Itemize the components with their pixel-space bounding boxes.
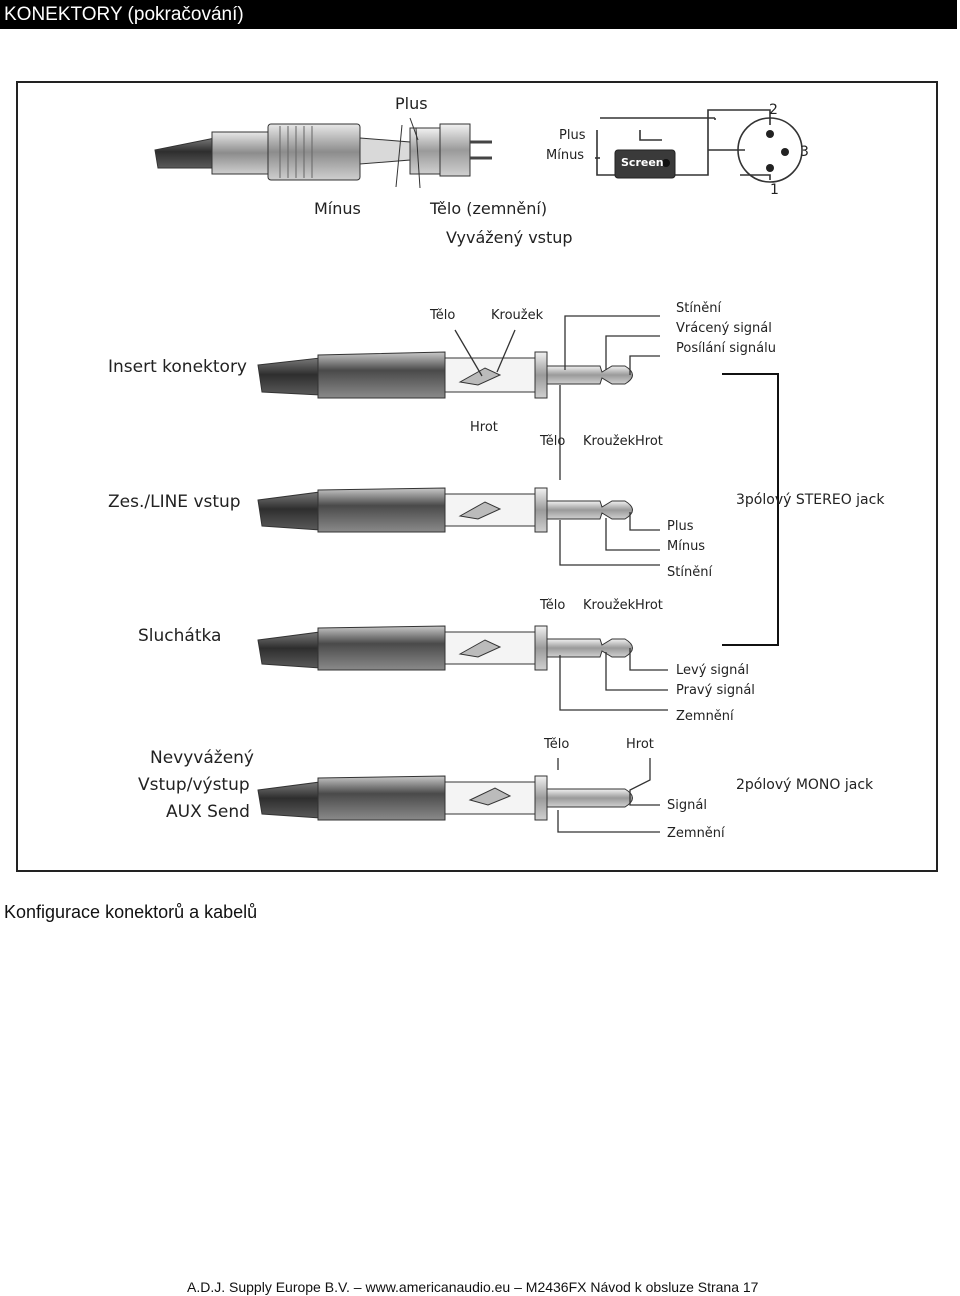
unbalanced-telo-label: Tělo [544, 737, 570, 752]
screen-dot [662, 159, 670, 167]
headphones-plug-drawing [257, 625, 633, 671]
headphones-wiring [559, 648, 668, 711]
insert-hrot-label: Hrot [470, 420, 498, 435]
mono-jack-label: 2pólový MONO jack [736, 777, 874, 793]
xlr-pins [766, 130, 789, 172]
page-footer: A.D.J. Supply Europe B.V. – www.american… [187, 1279, 759, 1295]
pin-1-label: 1 [770, 182, 779, 198]
line-plug-drawing [257, 487, 633, 533]
line-shield-label: Stínění [667, 565, 713, 580]
xlr-plus-label: Plus [395, 94, 428, 113]
diagram-frame [16, 81, 938, 872]
unbalanced-signal-label: Signál [667, 798, 707, 813]
headphones-title: Sluchátka [138, 626, 222, 646]
headphones-left-label: Levý signál [676, 663, 749, 678]
unbalanced-wiring [557, 758, 660, 833]
stereo-jack-label: 3pólový STEREO jack [736, 492, 885, 508]
figure-caption: Konfigurace konektorů a kabelů [4, 902, 258, 922]
pin-2-label: 2 [769, 102, 778, 118]
insert-send-label: Posílání signálu [676, 341, 776, 356]
screen-label: Screen [621, 156, 664, 169]
screen-box [614, 149, 676, 179]
page-header: KONEKTORY (pokračování) [0, 0, 957, 29]
headphones-ground-label: Zemnění [676, 709, 734, 724]
insert-telo-label: Tělo [430, 308, 456, 323]
line-title: Zes./LINE vstup [108, 492, 241, 512]
insert-title: Insert konektory [108, 357, 247, 377]
line-hrot-label: Hrot [635, 434, 663, 449]
line-minus-label: Mínus [667, 539, 706, 554]
pin-3-label: 3 [800, 144, 809, 160]
xlr-ground-label: Tělo (zemnění) [430, 199, 548, 218]
xlr-minus-right-label: Mínus [546, 148, 585, 163]
line-wiring [559, 512, 660, 566]
unbalanced-plug-drawing [257, 775, 633, 821]
xlr-wiring [595, 109, 803, 183]
unbalanced-hrot-label: Hrot [626, 737, 654, 752]
xlr-minus-label: Mínus [314, 199, 361, 218]
line-plus-label: Plus [667, 519, 694, 534]
unbalanced-title-line1: Nevyvážený [150, 748, 254, 768]
unbalanced-ground-label: Zemnění [667, 826, 725, 841]
insert-plug-drawing [257, 351, 633, 399]
headphones-hrot-label: Hrot [635, 598, 663, 613]
unbalanced-title-line3: AUX Send [166, 802, 250, 822]
insert-krouzek-label: Kroužek [491, 308, 544, 323]
headphones-right-label: Pravý signál [676, 683, 755, 698]
headphones-telo-label: Tělo [540, 598, 566, 613]
unbalanced-title-line2: Vstup/výstup [138, 775, 250, 795]
insert-wiring [454, 315, 660, 480]
xlr-plus-right-label: Plus [559, 128, 586, 143]
insert-bracket [722, 373, 779, 646]
line-krouzek-label: Kroužek [583, 434, 636, 449]
headphones-krouzek-label: Kroužek [583, 598, 636, 613]
line-telo-label: Tělo [540, 434, 566, 449]
insert-shield-label: Stínění [676, 301, 722, 316]
insert-return-label: Vrácený signál [676, 321, 772, 336]
xlr-plug-drawing [154, 117, 492, 189]
xlr-title: Vyvážený vstup [446, 228, 573, 247]
